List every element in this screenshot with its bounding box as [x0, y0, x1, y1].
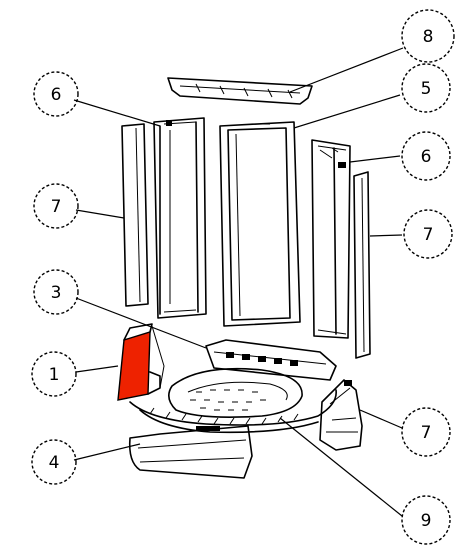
part-right-thin-brick	[353, 171, 371, 359]
callout-3: 3	[33, 269, 79, 315]
part-base-ring	[129, 389, 337, 434]
callout-label: 4	[49, 453, 60, 473]
callout-label: 9	[421, 511, 432, 531]
callout-4: 4	[31, 439, 77, 485]
part-top-baffle	[167, 77, 313, 105]
part-left-side-panel	[153, 117, 207, 319]
part-back-panel	[219, 121, 301, 327]
part-corner-brick	[319, 379, 363, 451]
callout-8: 8	[401, 9, 455, 63]
callout-label: 5	[421, 79, 432, 99]
part-grate-plate	[168, 367, 303, 418]
callout-5: 5	[401, 63, 451, 113]
callout-7-left: 7	[33, 183, 79, 229]
part-front-bottom-piece	[128, 425, 253, 479]
callout-6-right: 6	[401, 131, 451, 181]
part-right-side-panel	[311, 139, 351, 339]
callout-label: 1	[49, 365, 60, 385]
callout-label: 7	[421, 423, 432, 443]
callout-7-bottom: 7	[401, 407, 451, 457]
callout-label: 3	[51, 283, 62, 303]
callout-7-right: 7	[403, 209, 453, 259]
part-highlighted-front-piece	[117, 323, 165, 401]
part-left-thin-brick	[121, 123, 149, 307]
callout-9: 9	[401, 495, 451, 545]
callout-label: 7	[423, 225, 434, 245]
leader-lines	[73, 47, 404, 517]
part-grate-strip	[205, 339, 337, 381]
callout-label: 7	[51, 197, 62, 217]
callout-1: 1	[31, 351, 77, 397]
callout-6-left: 6	[33, 71, 79, 117]
callout-label: 6	[51, 85, 62, 105]
callout-label: 8	[423, 27, 434, 47]
callout-label: 6	[421, 147, 432, 167]
